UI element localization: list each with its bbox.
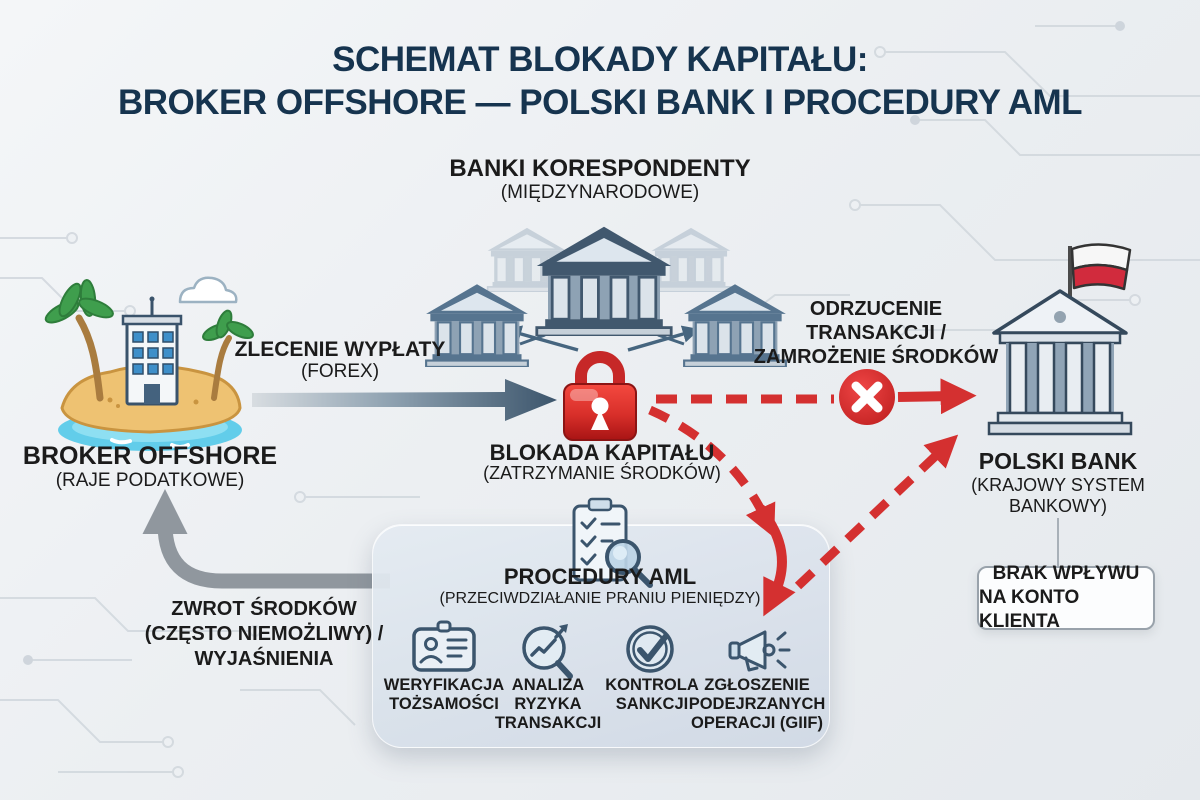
bank-buildings-cluster-icon: [425, 225, 787, 367]
refund-label-line3: WYJAŚNIENIA: [194, 648, 334, 670]
page-title-line2: BROKER OFFSHORE — POLSKI BANK I PROCEDUR…: [117, 83, 1083, 122]
tropical-island-building-icon: [44, 276, 254, 451]
client-impact-line2: NA KONTO KLIENTA: [979, 587, 1080, 632]
bank-with-polish-flag-icon: [987, 243, 1133, 436]
broker-offshore-sublabel: (RAJE PODATKOWE): [55, 470, 245, 491]
aml-item-risk-analysis: ANALIZA RYZYKA TRANSAKCJI: [494, 676, 602, 732]
aml-item-suspicious-report: ZGŁOSZENIE PODEJRZANYCH OPERACJI (GIIF): [688, 676, 826, 732]
correspondent-banks-sublabel: (MIĘDZYNARODOWE): [500, 182, 700, 203]
client-impact-note: BRAK WPŁYWU NA KONTO KLIENTA: [977, 563, 1155, 632]
capital-block-sublabel: (ZATRZYMANIE ŚRODKÓW): [483, 463, 721, 483]
rejection-label-line1: ODRZUCENIE: [809, 298, 943, 320]
withdrawal-order-label: ZLECENIE WYPŁATY: [234, 338, 446, 361]
withdrawal-flow-arrow: [252, 379, 557, 421]
refund-arrow: [142, 489, 390, 589]
rejection-label-line3: ZAMROŻENIE ŚRODKÓW: [753, 346, 999, 368]
refund-label-line2: (CZĘSTO NIEMOŻLIWY) /: [144, 623, 384, 645]
aml-item-identity-verification: WERYFIKACJA TOŻSAMOŚCI: [383, 676, 505, 713]
aml-item-sanctions-control: KONTROLA SANKCJI: [605, 676, 699, 713]
aml-panel-title: PROCEDURY AML: [503, 564, 697, 589]
cloud-icon: [178, 276, 238, 304]
withdrawal-order-sublabel: (FOREX): [300, 361, 380, 382]
rejection-label-line2: TRANSAKCJI /: [805, 322, 947, 344]
client-impact-line1: BRAK WPŁYWU: [992, 563, 1140, 584]
red-padlock-icon: [563, 351, 637, 441]
polish-bank-label: POLSKI BANK: [978, 448, 1138, 474]
page-title-line1: SCHEMAT BLOKADY KAPITAŁU:: [332, 40, 868, 79]
polish-bank-sublabel-line2: BANKOWY): [1008, 496, 1108, 516]
correspondent-banks-label: BANKI KORESPONDENTY: [449, 155, 751, 182]
broker-offshore-label: BROKER OFFSHORE: [22, 442, 278, 470]
refund-label-line1: ZWROT ŚRODKÓW: [171, 598, 357, 620]
polish-bank-sublabel-line1: (KRAJOWY SYSTEM: [971, 475, 1145, 495]
aml-panel-subtitle: (PRZECIWDZIAŁANIE PRANIU PIENIĘDZY): [439, 590, 761, 607]
